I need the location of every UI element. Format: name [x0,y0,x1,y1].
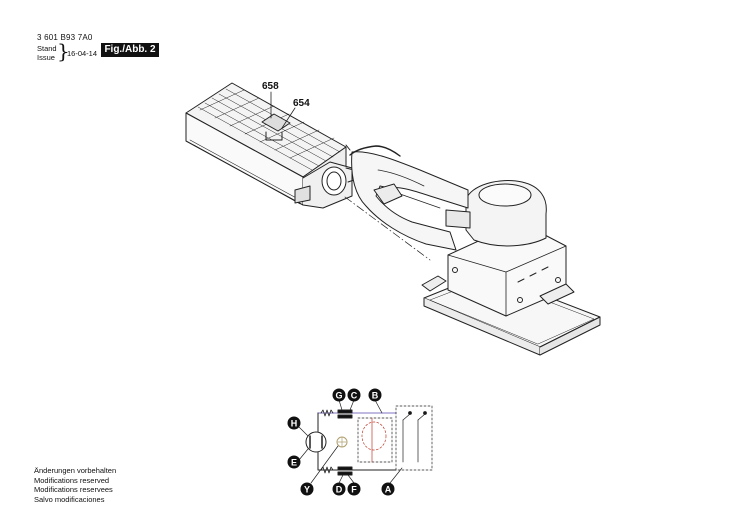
footer-line-de: Änderungen vorbehalten [34,466,117,475]
badge-e: E [287,455,301,469]
badge-b-label: B [372,391,379,401]
badge-a-label: A [385,485,392,495]
badge-y-label: Y [304,485,310,495]
badge-g: G [332,388,346,402]
brace-glyph: } [57,39,70,63]
stand-label: Stand [37,44,57,53]
badge-c: C [347,388,361,402]
badge-e-label: E [291,458,297,468]
badge-h: H [287,416,301,430]
badge-c-label: C [351,391,358,401]
badge-d: D [332,482,346,496]
callout-654: 654 [293,98,310,109]
badge-y: Y [300,482,314,496]
footer-line-en: Modifications reserved [34,475,110,485]
badge-h-label: H [291,419,298,429]
figure-badge: Fig./Abb. 2 [101,43,159,57]
assembly-axis [344,196,431,261]
badge-g-label: G [335,391,342,401]
badge-a: A [381,482,395,496]
dust-box [185,82,355,209]
badge-b: B [368,388,382,402]
wiring-diagram [298,399,433,484]
badge-d-label: D [336,485,343,495]
footer-line-fr: Modifications reservees [34,485,113,494]
footer-line-es: Salvo modificaciones [34,494,105,504]
footer-notes: Änderungen vorbehalten Modifications res… [34,466,116,504]
badge-f: F [347,482,361,496]
issue-date: 16-04-14 [67,49,98,58]
stand-issue-label: Stand Issue [37,44,57,62]
sander-body [345,144,601,356]
callout-658: 658 [262,81,279,92]
leader-654 [281,107,296,129]
document-code: 3 601 B93 7A0 [37,33,93,42]
issue-label: Issue [37,53,55,62]
badge-f-label: F [351,485,357,495]
